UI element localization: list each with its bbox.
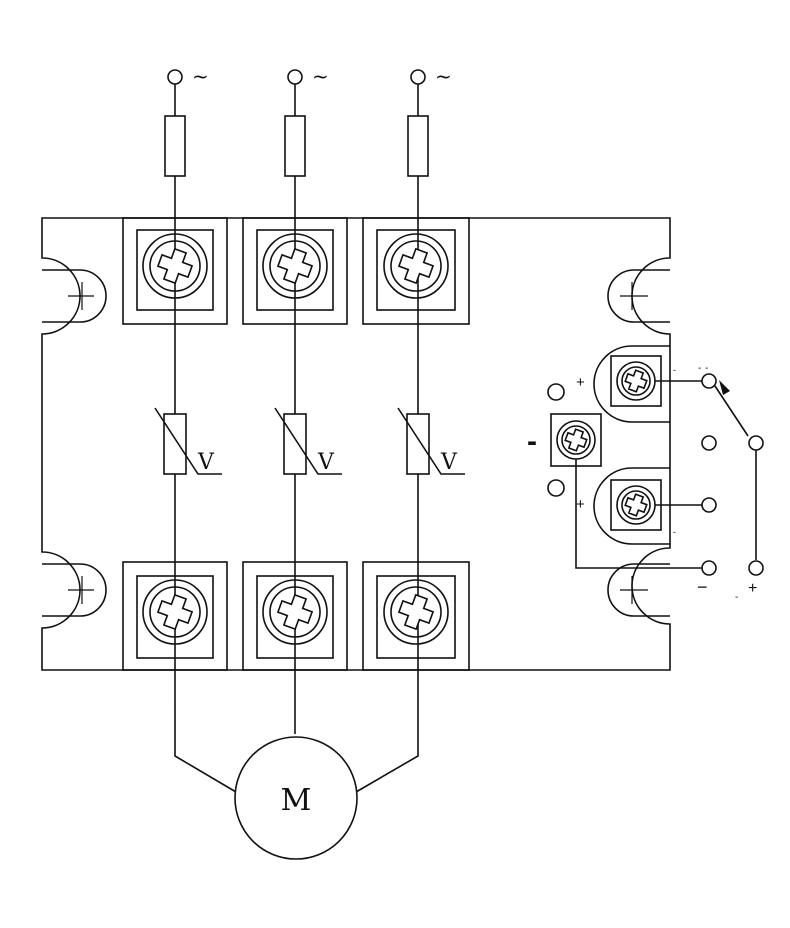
- ac-input-L3: ~: [407, 64, 452, 177]
- ac-input-L1: ~: [164, 64, 209, 177]
- screw-icon-L3-bottom: [383, 579, 449, 645]
- minus-big-label: -: [527, 425, 537, 458]
- dash-label: -: [673, 365, 676, 375]
- terminal-block-L3-top: [362, 217, 470, 325]
- plus-label: +: [576, 496, 585, 513]
- motor-label: M: [281, 783, 312, 818]
- dash-label: -: [698, 363, 701, 374]
- plus-label: +: [748, 580, 757, 597]
- screw-icon-L1-bottom: [142, 579, 208, 645]
- screw-icon-L3-top: [383, 233, 449, 299]
- screw-icon-control-top: [616, 361, 656, 401]
- motor-leads: [174, 708, 419, 793]
- screw-icon-L1-top: [142, 233, 208, 299]
- mounting-slot-bottom-right: [607, 563, 670, 617]
- screw-icon-control-negative: [556, 420, 596, 460]
- ac-input-L2: ~: [284, 64, 329, 177]
- ac-symbol: ~: [435, 64, 452, 88]
- mounting-slot-bottom-left: [42, 563, 107, 617]
- fuse-icon: [407, 115, 429, 177]
- terminal-block-L3-bottom: [362, 561, 470, 671]
- screw-icon-L2-top: [262, 233, 328, 299]
- module-housing: [41, 217, 671, 671]
- varistor-L1: V: [154, 407, 222, 475]
- motor-symbol: M: [234, 736, 358, 860]
- fuse-icon: [164, 115, 186, 177]
- screw-icon-control-bottom: [616, 485, 656, 525]
- varistor-L3: V: [397, 407, 465, 475]
- dash-label: -: [673, 527, 676, 537]
- ac-symbol: ~: [312, 64, 329, 88]
- control-wiring: [575, 380, 757, 569]
- polarity-labels: + + - − + - - - - -: [527, 363, 757, 603]
- screw-icon-L2-bottom: [262, 579, 328, 645]
- mounting-slot-top-right: [607, 269, 670, 323]
- arrow-icon: [719, 380, 730, 395]
- varistor-L2: V: [274, 407, 342, 475]
- plus-label: +: [576, 374, 585, 391]
- control-terminals: [547, 373, 764, 576]
- mounting-slot-top-left: [42, 269, 107, 323]
- ac-symbol: ~: [192, 64, 209, 88]
- varistor-label: V: [440, 450, 458, 475]
- fuse-icon: [284, 115, 306, 177]
- dash-label: -: [705, 363, 708, 374]
- minus-label: −: [697, 577, 708, 597]
- dash-label: -: [735, 592, 738, 603]
- varistor-label: V: [197, 450, 215, 475]
- varistor-label: V: [317, 450, 335, 475]
- switch-arm: [714, 385, 749, 437]
